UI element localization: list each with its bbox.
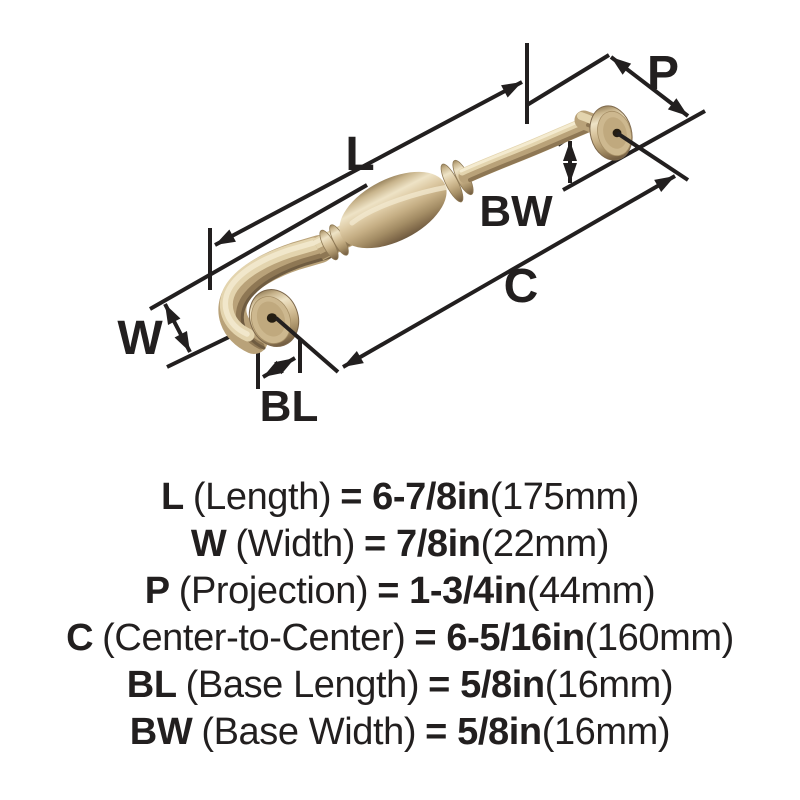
spec-metric: (160mm) [584,617,735,659]
label-base-length: BL [260,382,319,431]
spec-label: (Center-to-Center) [102,617,406,659]
spec-label: (Length) [192,476,332,518]
label-length: L [345,128,374,181]
spec-value: = 6-5/16in [414,617,585,659]
width-dimension-line [163,303,192,353]
spec-metric: (44mm) [526,570,656,612]
projection-dimension-line [609,55,690,118]
spec-row-base-length: BL(Base Length)= 5/8in(16mm) [0,662,800,709]
spec-label: (Base Length) [185,664,420,706]
width-tick-top [149,183,368,311]
spec-label: (Projection) [178,570,369,612]
dimension-labels: L P BW C W BL [117,47,679,431]
projection-tick-front [525,53,611,107]
spec-abbr: L [161,476,184,518]
right-hole-leader-line [615,131,690,182]
label-width: W [117,312,163,365]
spec-abbr: BW [129,711,193,753]
spec-value: = 5/8in [425,711,542,753]
spec-metric: (175mm) [489,476,640,518]
spec-metric: (22mm) [480,523,610,565]
screw-hole-leader-lines [274,131,690,374]
handle-barrel [339,171,451,249]
label-center-to-center: C [504,260,539,313]
center-dimension-line [342,174,676,369]
spec-abbr: W [190,523,227,565]
length-dimension-line [214,80,523,247]
label-projection: P [647,47,679,100]
left-screw-hole [266,313,278,323]
left-hole-leader-line [274,316,340,374]
spec-abbr: BL [126,664,177,706]
spec-abbr: C [66,617,94,659]
handle-elbow [218,235,334,354]
spec-row-base-width: BW(Base Width)= 5/8in(16mm) [0,709,800,756]
left-base-flange [248,289,300,347]
dimension-lines [149,43,706,389]
spec-label: (Base Width) [201,711,417,753]
handle-neck [458,116,598,184]
spec-abbr: P [144,570,170,612]
spec-row-width: W(Width)= 7/8in(22mm) [0,521,800,568]
spec-value: = 7/8in [364,523,481,565]
right-base-flange [589,105,633,161]
spec-row-length: L(Length)= 6-7/8in(175mm) [0,474,800,521]
label-base-width: BW [479,187,553,236]
spec-value: = 1-3/4in [377,570,527,612]
spec-label: (Width) [235,523,356,565]
spec-row-center-to-center: C(Center-to-Center)= 6-5/16in(160mm) [0,615,800,662]
dimension-spec-list: L(Length)= 6-7/8in(175mm) W(Width)= 7/8i… [0,474,800,756]
pull-handle-illustration [218,105,633,354]
spec-row-projection: P(Projection)= 1-3/4in(44mm) [0,568,800,615]
spec-metric: (16mm) [544,664,674,706]
spec-value: = 5/8in [428,664,545,706]
base-length-dimension-line [261,356,297,379]
spec-metric: (16mm) [541,711,671,753]
spec-value: = 6-7/8in [340,476,490,518]
